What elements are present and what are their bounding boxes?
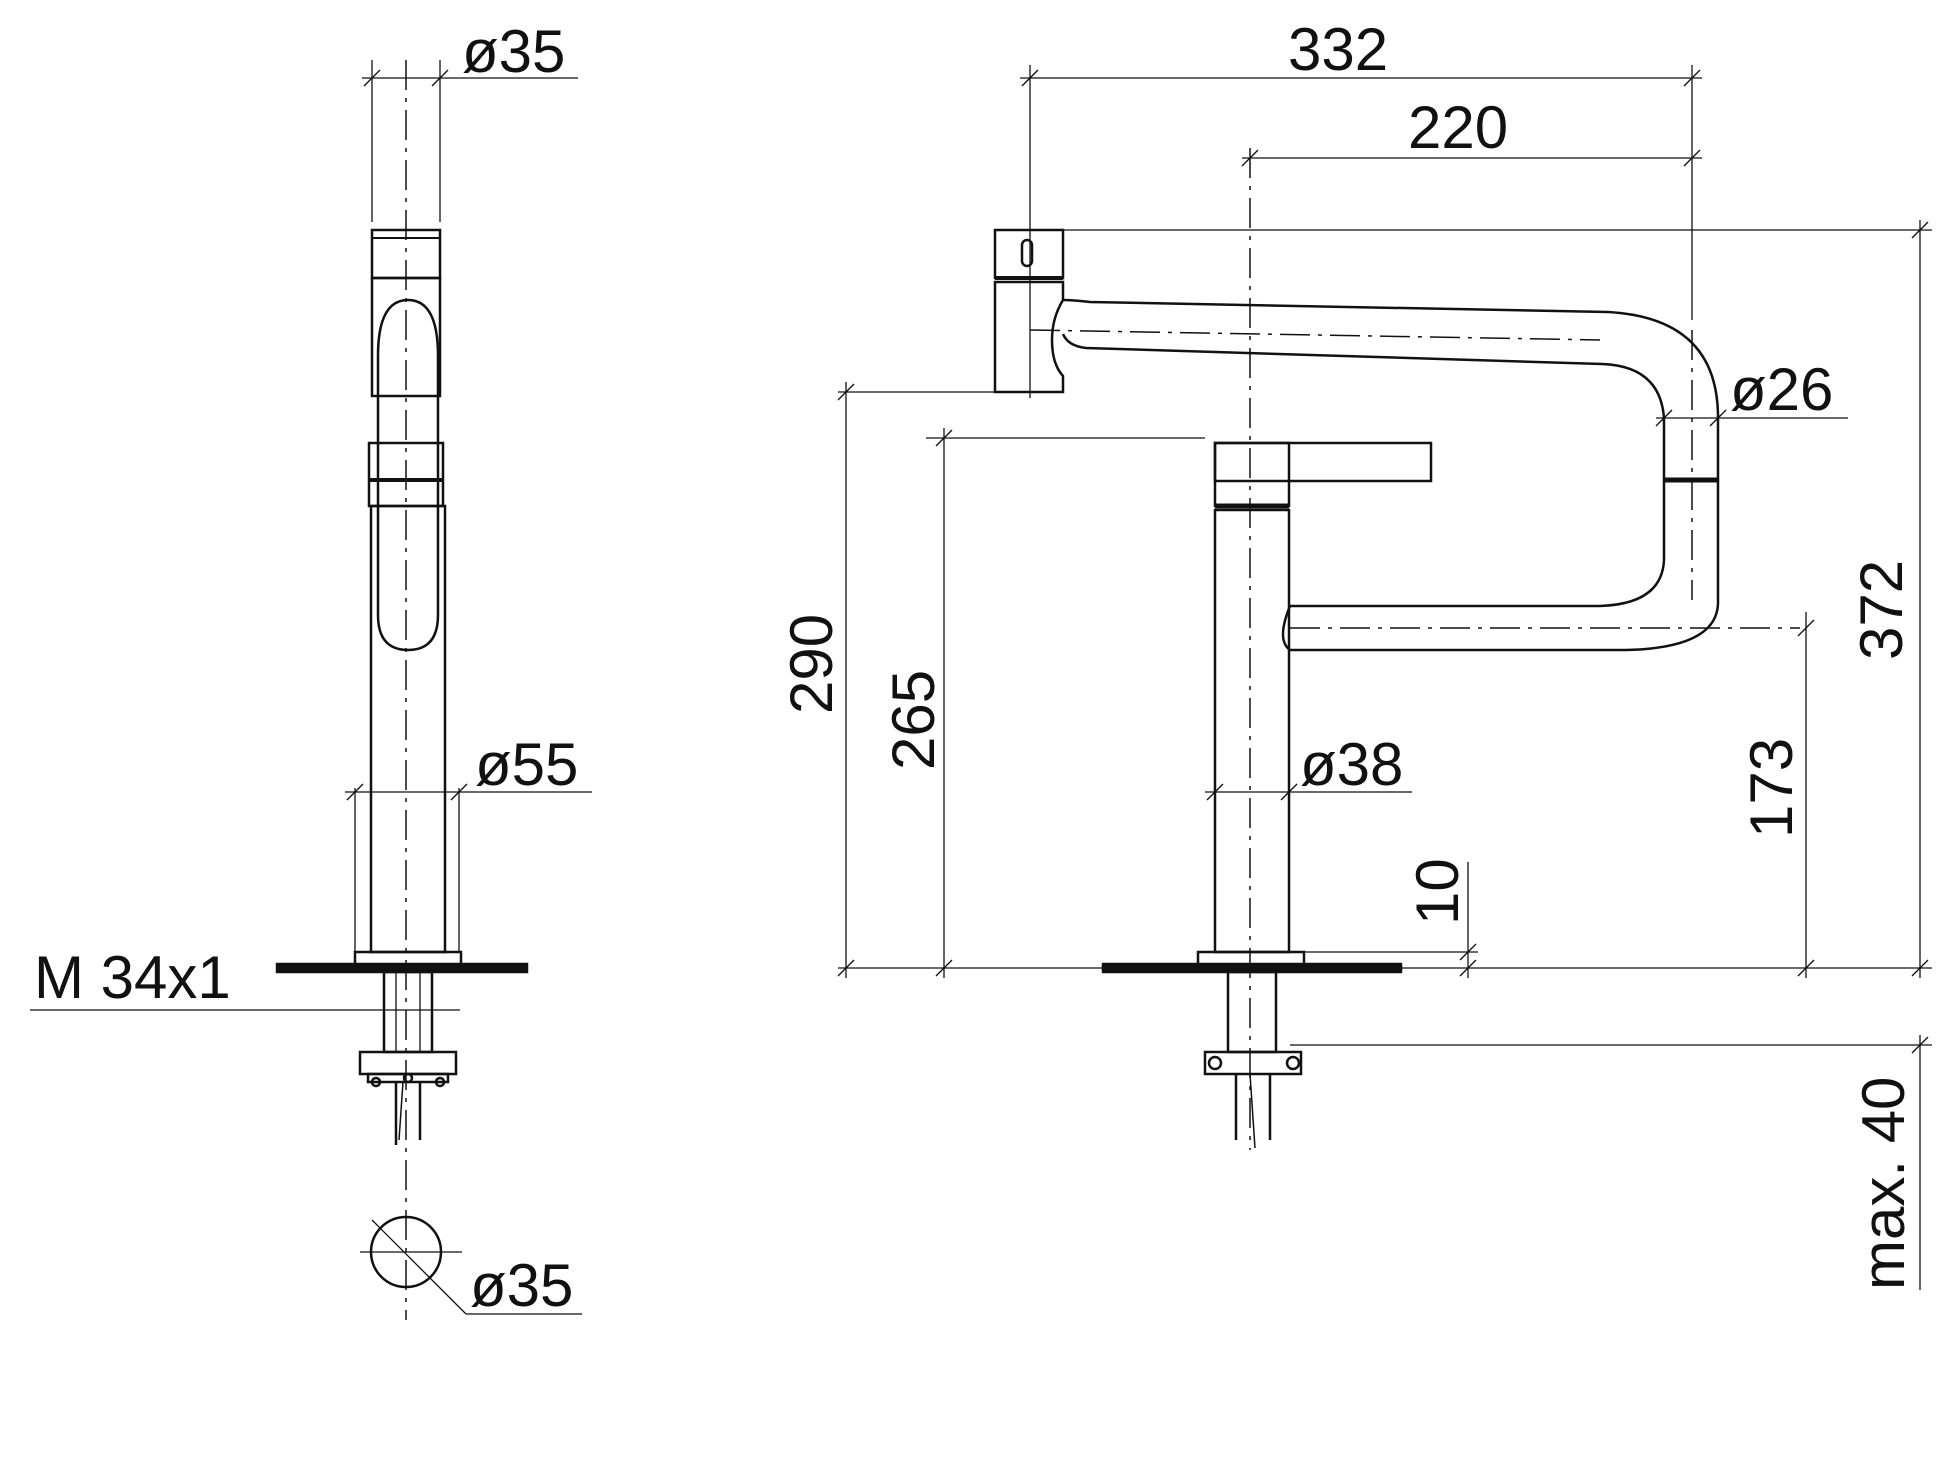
side-nut-washer [366,1072,450,1084]
total-reach-label: 332 [1288,16,1388,83]
front-290-tick-top [837,383,855,401]
front-220-tick-left [1241,149,1259,167]
front-26-tick-left [1655,409,1673,427]
front-spout-head [993,228,1065,280]
front-spout-slot [1020,238,1034,268]
front-spout-arm [1061,298,1720,652]
side-body [369,504,447,954]
spout-reach-label: 220 [1408,94,1508,161]
spout-diameter-label: ø26 [1730,356,1833,423]
front-38-tick-right [1280,783,1298,801]
front-spout-nozzle [993,280,1065,394]
side-nut [358,1050,458,1076]
front-26-tick-right [1709,409,1727,427]
total-height-label: 372 [1848,560,1915,660]
front-173-tick-top [1797,619,1815,637]
side-nut-bolt-left [370,1076,382,1088]
base-height-label: 10 [1404,858,1471,925]
front-10-tick-bottom [1459,959,1477,977]
side-top-diameter-label: ø35 [462,18,565,85]
front-220-tick-right [1683,149,1701,167]
front-collar [1213,441,1291,508]
side-hose-left-b [398,1081,404,1141]
front-332-tick-left [1021,69,1039,87]
side-nut-bolt-mid [402,1072,414,1084]
side-base-tick-right [450,783,468,801]
thread-label: M 34x1 [34,944,231,1011]
front-332-tick-right [1683,69,1701,87]
front-spout-centerline [1029,329,1601,341]
side-section-diameter-label: ø35 [470,1252,573,1319]
front-265-tick-bottom [935,959,953,977]
side-base-diameter-label: ø55 [475,731,578,798]
front-40-tick-top [1911,1036,1929,1054]
front-nut [1203,1050,1303,1076]
front-38-tick-left [1206,783,1224,801]
spout-height-label: 290 [778,614,845,714]
front-265-tick-top [935,429,953,447]
side-top-tick-left [363,69,381,87]
front-372-tick-bottom [1911,959,1929,977]
front-view [837,65,1932,1290]
side-top-tick-right [431,69,449,87]
side-nut-bolt-right [434,1076,446,1088]
front-body [1213,508,1291,954]
max-deck-thickness-label: max. 40 [1850,1077,1917,1290]
front-thread-shank [1226,970,1278,1054]
side-spout-mid [370,276,442,398]
front-372-tick-top [1911,221,1929,239]
front-nut-bolt-left [1207,1055,1223,1071]
side-thread-shank [382,970,434,1054]
front-10-tick-top [1459,943,1477,961]
side-section-leader [371,1219,467,1315]
front-290-tick-bottom [837,959,855,977]
side-view [30,60,592,1320]
body-height-label: 265 [880,670,947,770]
base-diameter-label: ø38 [1300,731,1403,798]
front-hose-mid [1249,1073,1256,1149]
side-lever-slot [376,298,440,652]
front-nut-bolt-right [1285,1055,1301,1071]
lower-arm-height-label: 173 [1738,738,1805,838]
front-handle[interactable] [1213,441,1433,483]
side-base-tick-left [346,783,364,801]
front-173-tick-bottom [1797,959,1815,977]
